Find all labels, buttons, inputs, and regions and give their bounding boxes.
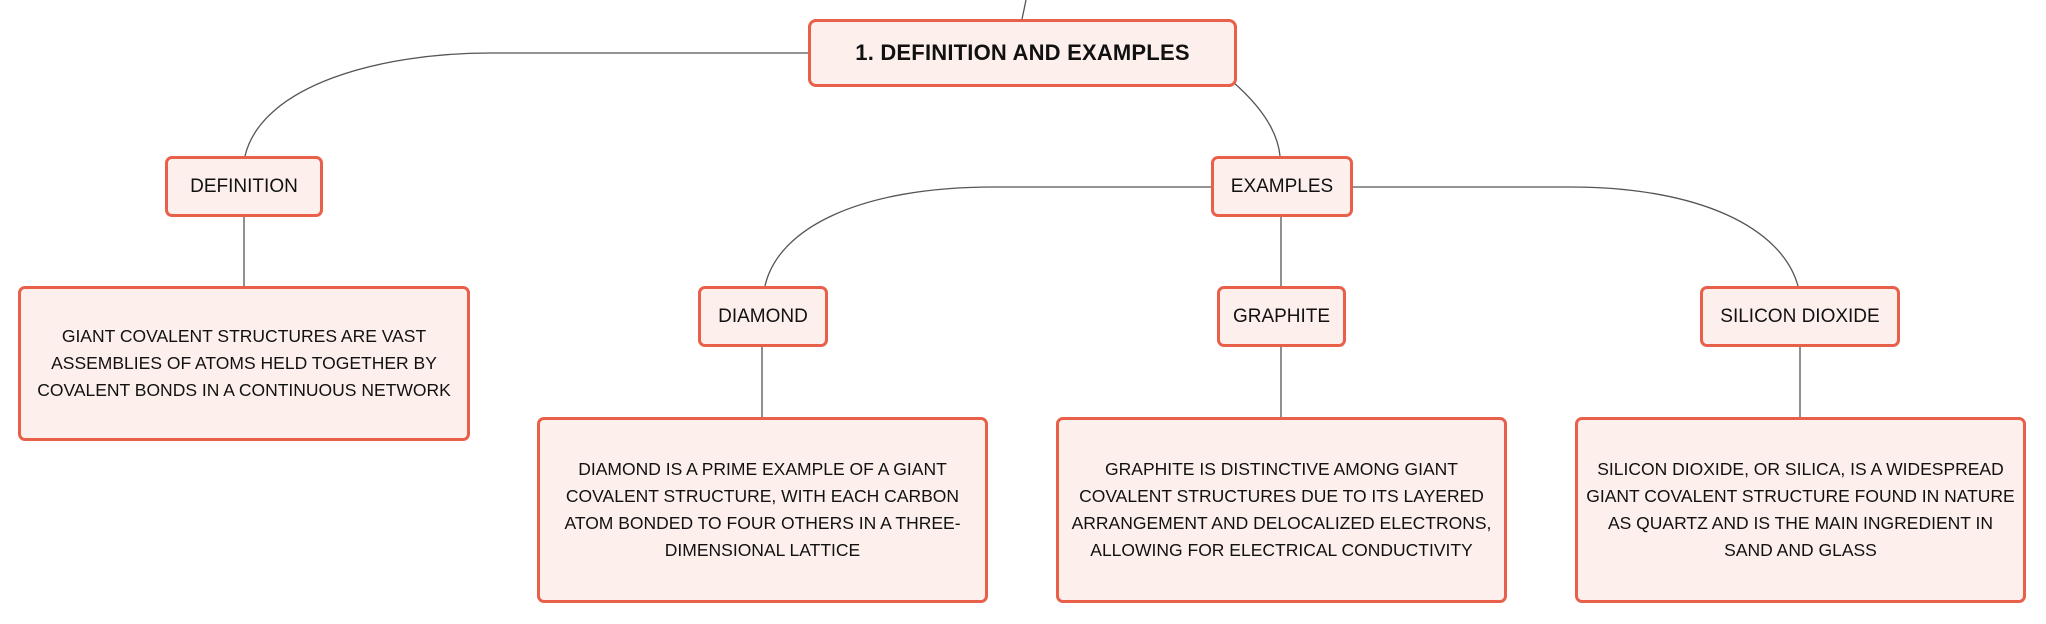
silicon-dioxide-text-node[interactable]: SILICON DIOXIDE, OR SILICA, IS A WIDESPR… — [1575, 417, 2026, 603]
silicon-dioxide-text: SILICON DIOXIDE, OR SILICA, IS A WIDESPR… — [1586, 459, 2015, 560]
diamond-label: DIAMOND — [718, 305, 808, 327]
root-label: 1. DEFINITION AND EXAMPLES — [855, 40, 1190, 65]
graphite-text-node[interactable]: GRAPHITE IS DISTINCTIVE AMONG GIANT COVA… — [1056, 417, 1507, 603]
silicon-dioxide-label: SILICON DIOXIDE — [1720, 305, 1880, 327]
connector-root-to-examples — [1232, 81, 1281, 157]
root-node[interactable]: 1. DEFINITION AND EXAMPLES — [808, 19, 1237, 87]
definition-label: DEFINITION — [190, 175, 298, 197]
connector-root-to-definition — [244, 52, 810, 157]
connector-parent-to-root — [1021, 0, 1027, 20]
diamond-node[interactable]: DIAMOND — [698, 286, 828, 347]
diamond-text-node[interactable]: DIAMOND IS A PRIME EXAMPLE OF A GIANT CO… — [537, 417, 988, 603]
definition-text-node[interactable]: GIANT COVALENT STRUCTURES ARE VAST ASSEM… — [18, 286, 470, 441]
definition-node[interactable]: DEFINITION — [165, 156, 323, 217]
graphite-text: GRAPHITE IS DISTINCTIVE AMONG GIANT COVA… — [1071, 459, 1492, 560]
connector-examples-to-silicon — [1352, 186, 1799, 287]
examples-node[interactable]: EXAMPLES — [1211, 156, 1353, 217]
definition-text: GIANT COVALENT STRUCTURES ARE VAST ASSEM… — [37, 326, 451, 400]
graphite-node[interactable]: GRAPHITE — [1217, 286, 1346, 347]
graphite-label: GRAPHITE — [1232, 305, 1331, 327]
silicon-dioxide-node[interactable]: SILICON DIOXIDE — [1700, 286, 1900, 347]
examples-label: EXAMPLES — [1230, 175, 1334, 197]
diamond-text: DIAMOND IS A PRIME EXAMPLE OF A GIANT CO… — [564, 459, 961, 560]
connector-examples-to-diamond — [764, 186, 1212, 287]
